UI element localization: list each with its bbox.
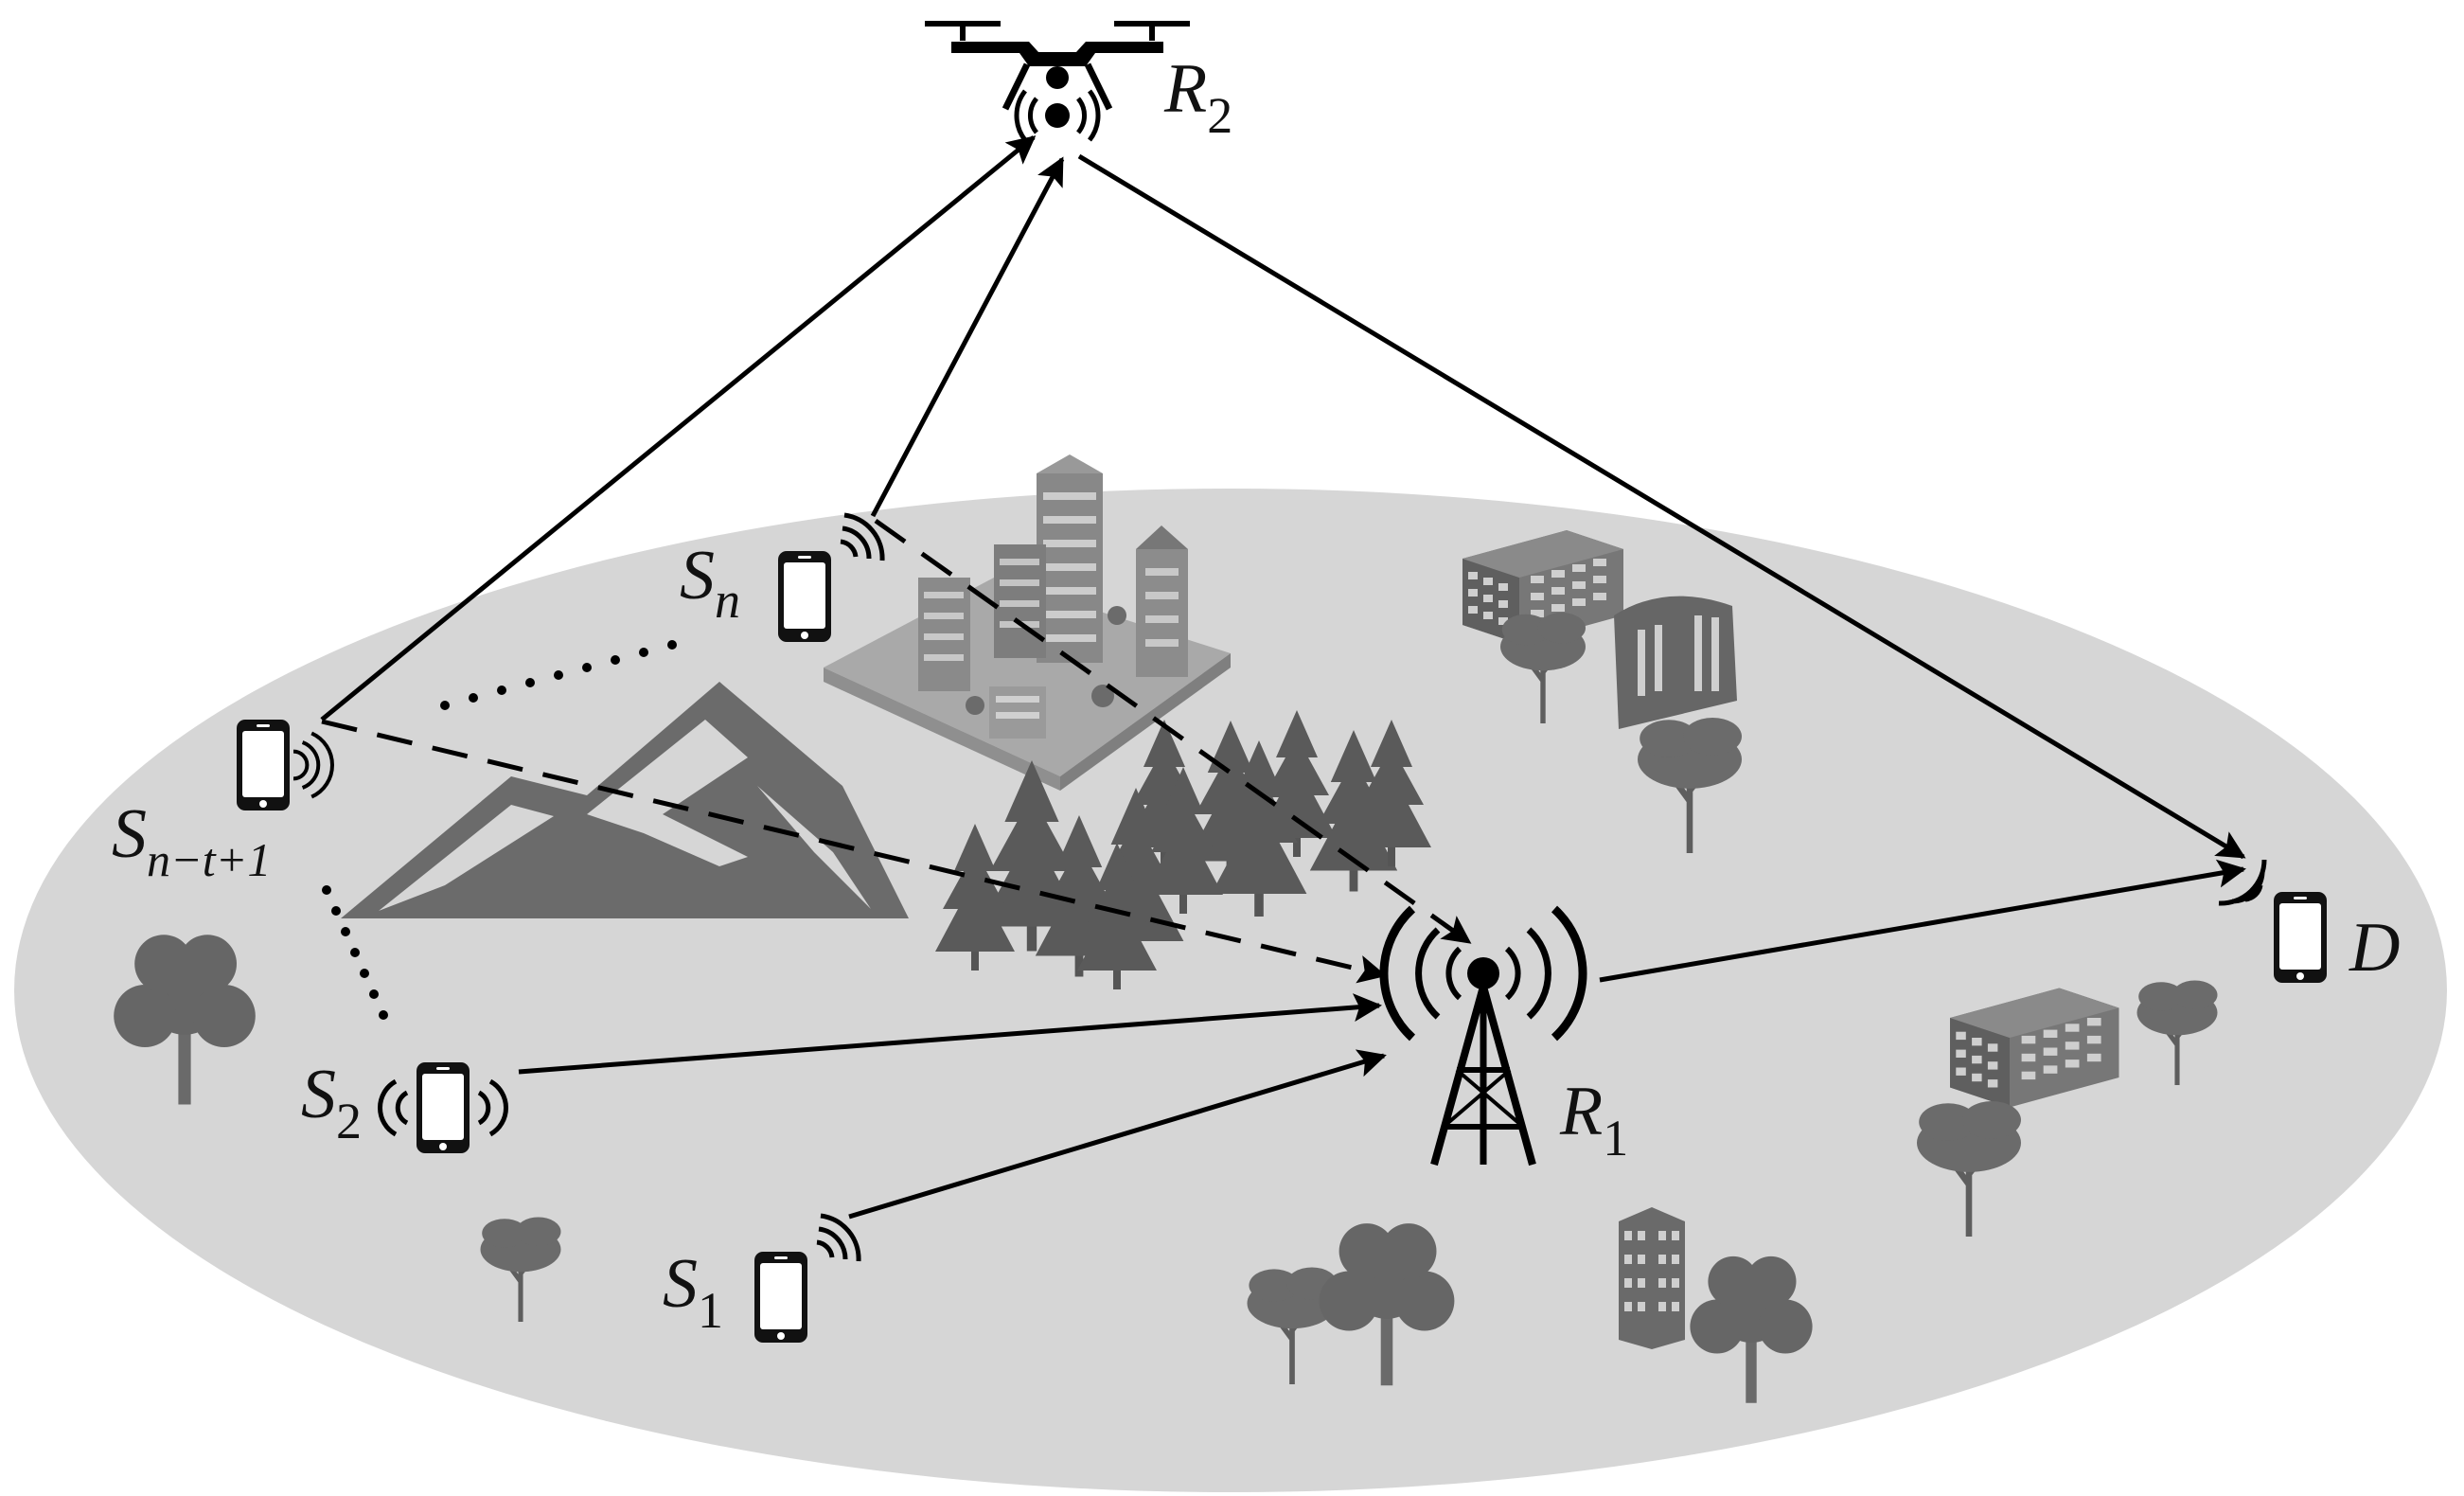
- link-sn-r2: [870, 156, 1065, 518]
- link-sn-r1: [874, 518, 1472, 945]
- link-snt-r1: [321, 719, 1387, 984]
- links: [320, 135, 2246, 1220]
- phone-icon: [378, 1062, 508, 1153]
- label-sn: Sn: [680, 537, 740, 629]
- label-d: D: [2349, 909, 2400, 987]
- link-r2-d: [1077, 153, 2246, 860]
- building-icon: [1614, 596, 1737, 729]
- building-icon: [1619, 1207, 1685, 1349]
- phone-icon: [754, 1213, 861, 1343]
- label-s2: S2: [301, 1056, 362, 1149]
- ellipsis-dots: [322, 640, 677, 1020]
- phone-icon: [778, 512, 885, 642]
- link-snt-r2: [320, 135, 1037, 721]
- label-r1: R1: [1559, 1073, 1628, 1167]
- phone-icon: [2218, 859, 2327, 983]
- drone-icon: [925, 21, 1190, 142]
- coverage-area: [14, 489, 2447, 1492]
- label-s1: S1: [663, 1245, 723, 1339]
- city-icon: [824, 454, 1231, 791]
- link-r1-d: [1599, 859, 2246, 983]
- label-snt: Sn−t+1: [112, 795, 271, 886]
- tower-icon: [1379, 905, 1587, 1167]
- link-s1-r1: [848, 1049, 1387, 1220]
- label-r2: R2: [1163, 50, 1232, 144]
- link-s2-r1: [518, 993, 1382, 1075]
- mountain-icon: [341, 682, 909, 918]
- phone-icon: [237, 720, 334, 810]
